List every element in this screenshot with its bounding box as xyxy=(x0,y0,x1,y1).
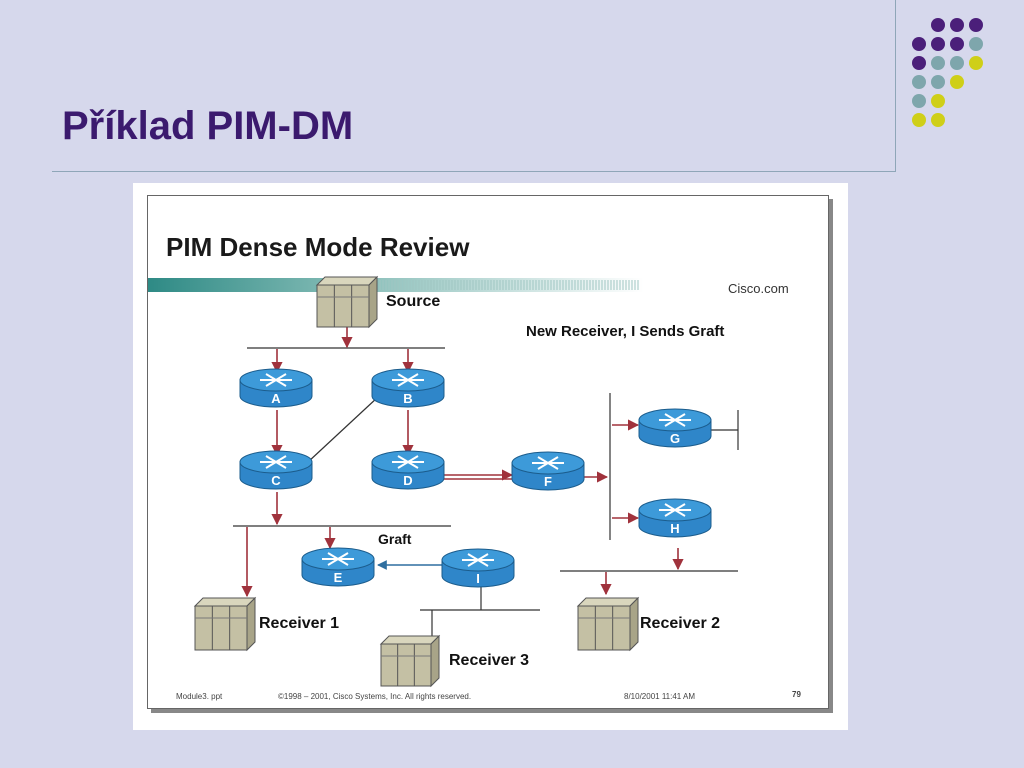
router-arrows-icon xyxy=(392,373,424,387)
slide-title: Příklad PIM-DM xyxy=(62,104,354,148)
decorative-dot xyxy=(931,37,945,51)
decorative-dot xyxy=(931,94,945,108)
figure-title: PIM Dense Mode Review xyxy=(166,232,470,262)
router-arrows-icon xyxy=(532,456,564,470)
router-a: A xyxy=(239,368,313,408)
decorative-dot xyxy=(969,18,983,32)
header-stripe xyxy=(148,278,644,292)
title-divider xyxy=(52,171,896,172)
router-g: G xyxy=(638,408,712,448)
decorative-dot xyxy=(912,37,926,51)
figure-caption: New Receiver, I Sends Graft xyxy=(526,323,725,340)
router-f: F xyxy=(511,451,585,491)
receiver-2-label: Receiver 2 xyxy=(640,615,721,632)
router-d: D xyxy=(371,450,445,490)
corner-divider xyxy=(895,0,896,172)
router-e: E xyxy=(301,547,375,587)
router-label: G xyxy=(670,431,680,446)
router-label: I xyxy=(476,571,480,586)
decorative-dot xyxy=(931,18,945,32)
router-label: D xyxy=(403,473,412,488)
footer-date: 8/10/2001 11:41 AM xyxy=(624,692,696,701)
decorative-dot xyxy=(950,56,964,70)
receiver-2-server xyxy=(576,596,640,652)
decorative-dot xyxy=(912,94,926,108)
router-label: B xyxy=(403,391,412,406)
receiver-3-server xyxy=(379,634,441,688)
header-stripe-lines xyxy=(379,280,639,290)
router-arrows-icon xyxy=(392,455,424,469)
receiver-3-label: Receiver 3 xyxy=(449,652,530,669)
graft-label: Graft xyxy=(378,531,412,547)
footer-page-number: 79 xyxy=(792,690,801,699)
source-server xyxy=(315,275,379,329)
decorative-dot-grid xyxy=(900,8,1010,158)
decorative-dot xyxy=(912,75,926,89)
decorative-dot xyxy=(912,56,926,70)
router-label: F xyxy=(544,474,552,489)
decorative-dot xyxy=(931,113,945,127)
decorative-dot xyxy=(931,56,945,70)
decorative-dot xyxy=(950,18,964,32)
router-c: C xyxy=(239,450,313,490)
router-h: H xyxy=(638,498,712,538)
decorative-dot xyxy=(969,37,983,51)
footer-copyright: ©1998 – 2001, Cisco Systems, Inc. All ri… xyxy=(278,692,472,701)
decorative-dot xyxy=(950,37,964,51)
router-arrows-icon xyxy=(659,413,691,427)
router-arrows-icon xyxy=(462,553,494,567)
decorative-dot xyxy=(912,113,926,127)
router-arrows-icon xyxy=(260,373,292,387)
footer-module: Module3. ppt xyxy=(176,692,223,701)
router-label: H xyxy=(670,521,679,536)
router-arrows-icon xyxy=(260,455,292,469)
brand-label: Cisco.com xyxy=(728,281,789,296)
router-i: I xyxy=(441,548,515,588)
network-links xyxy=(233,347,739,640)
decorative-dot xyxy=(969,56,983,70)
decorative-dot xyxy=(950,75,964,89)
receiver-1-label: Receiver 1 xyxy=(259,615,340,632)
flow-arrows xyxy=(241,327,684,598)
router-label: E xyxy=(334,570,343,585)
routers: A B C D E F G H I xyxy=(239,368,712,588)
decorative-dot xyxy=(931,75,945,89)
router-b: B xyxy=(371,368,445,408)
router-label: C xyxy=(271,473,281,488)
router-label: A xyxy=(271,391,281,406)
source-label: Source xyxy=(386,293,441,310)
link-c-b xyxy=(307,396,379,463)
receiver-1-server xyxy=(193,596,257,652)
router-arrows-icon xyxy=(322,552,354,566)
servers xyxy=(193,275,640,688)
router-arrows-icon xyxy=(659,503,691,517)
